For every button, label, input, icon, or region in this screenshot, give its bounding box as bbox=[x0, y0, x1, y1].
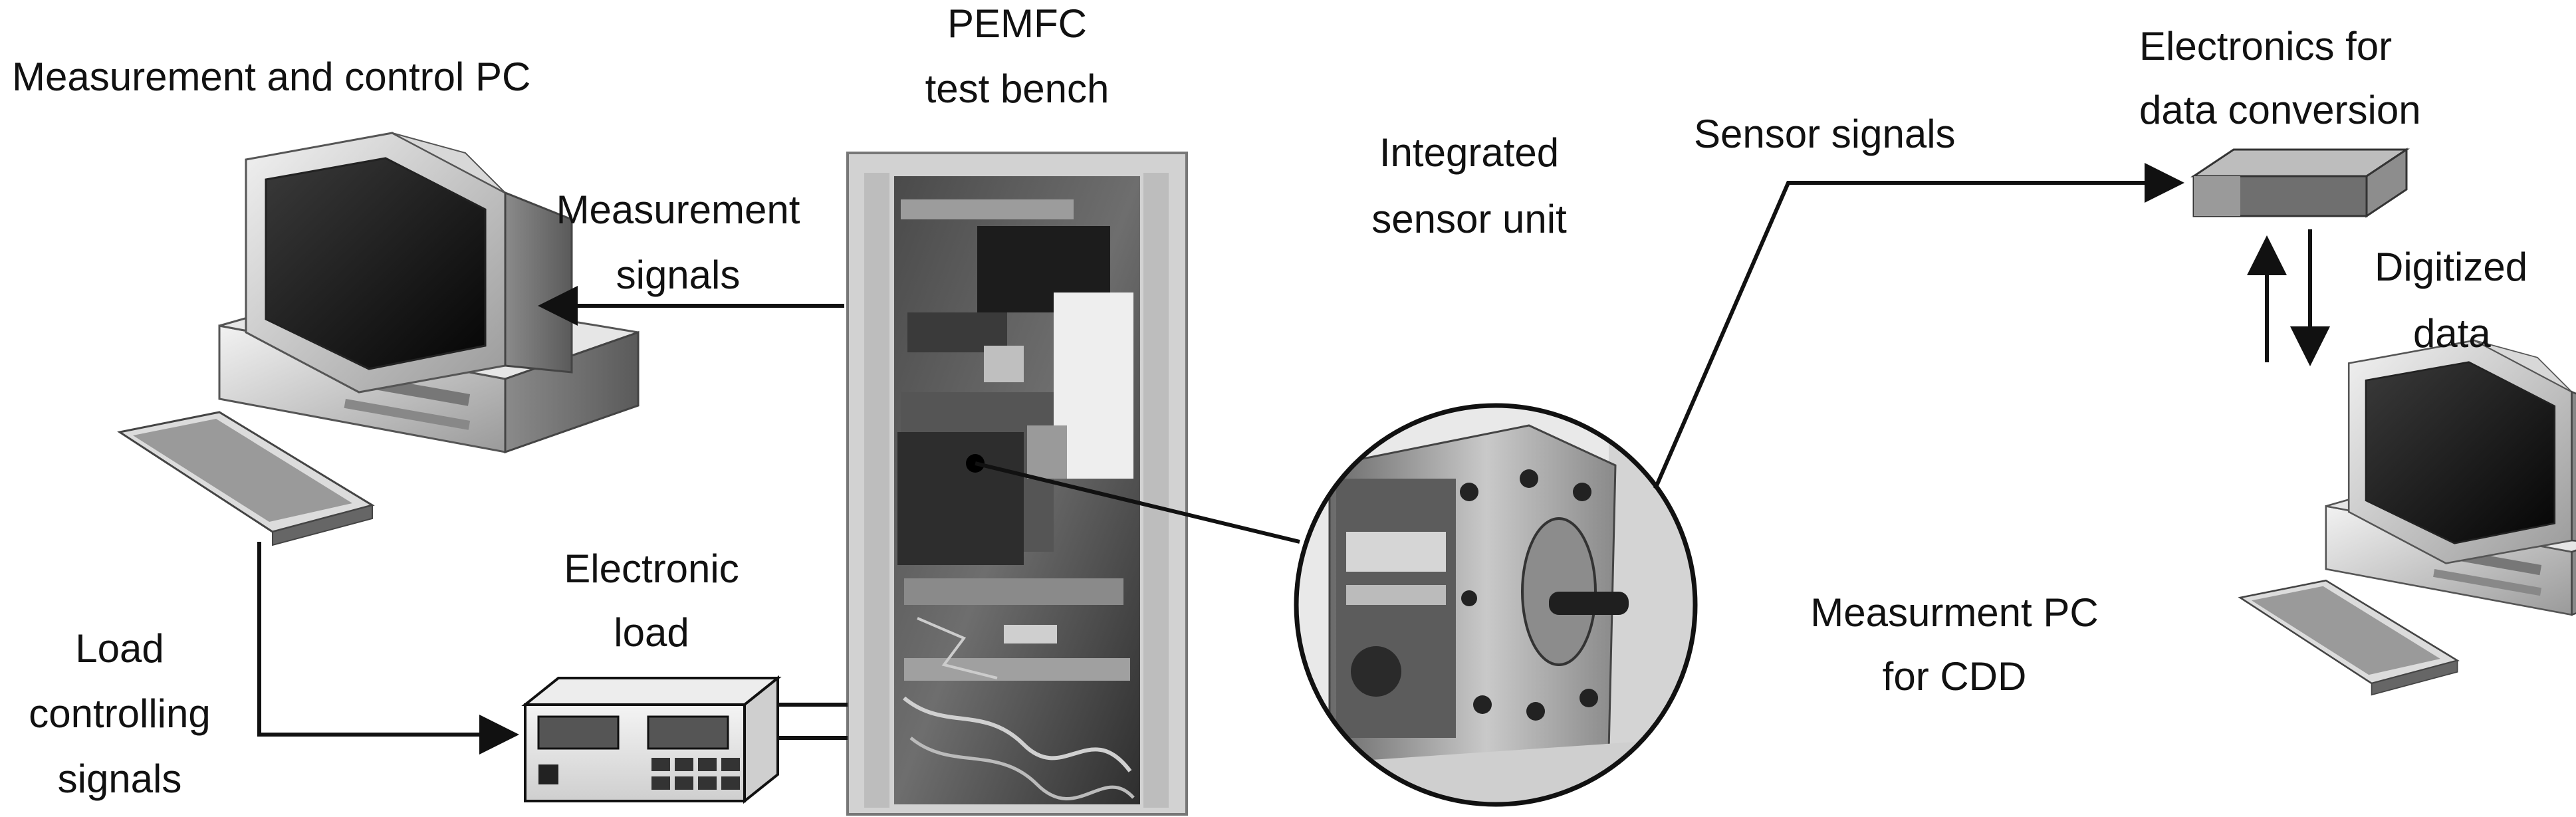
test-bench-cabinet bbox=[846, 152, 1188, 816]
bench-sensor-link bbox=[975, 461, 1300, 544]
bench-title-line2: test bench bbox=[925, 66, 1110, 111]
electronic-load-device bbox=[521, 675, 782, 804]
load-control-label-line2: controlling bbox=[29, 691, 211, 736]
right-pc-icon bbox=[2238, 339, 2576, 696]
bench-title-line1: PEMFC bbox=[947, 1, 1087, 46]
load-control-arrow bbox=[257, 542, 519, 755]
electronic-load-label-line2: load bbox=[614, 610, 689, 655]
left-pc-icon bbox=[117, 132, 640, 546]
sensor-unit-photo bbox=[1294, 403, 1698, 807]
electronics-label-line2: data conversion bbox=[2139, 88, 2421, 132]
load-control-label-line1: Load bbox=[75, 626, 164, 671]
digitized-data-label-line2: data bbox=[2413, 311, 2491, 356]
integrated-sensor-label-line1: Integrated bbox=[1379, 130, 1560, 175]
data-conversion-box bbox=[2190, 148, 2410, 218]
electronic-load-label-line1: Electronic bbox=[564, 546, 739, 591]
sensor-signals-label: Sensor signals bbox=[1694, 112, 1956, 156]
sensor-signals-arrow bbox=[1653, 163, 2184, 490]
integrated-sensor-label-line2: sensor unit bbox=[1371, 197, 1567, 241]
digitized-data-label-line1: Digitized bbox=[2375, 245, 2528, 289]
right-pc-label-line1: Measurment PC bbox=[1810, 590, 2099, 635]
electronics-label-line1: Electronics for bbox=[2139, 24, 2393, 68]
measurement-signals-label-line2: signals bbox=[616, 253, 741, 297]
right-pc-label-line2: for CDD bbox=[1882, 654, 2027, 699]
connectors bbox=[257, 163, 2330, 755]
load-control-label-line3: signals bbox=[57, 757, 182, 801]
measurement-signals-label-line1: Measurement bbox=[556, 187, 800, 232]
left-pc-title: Measurement and control PC bbox=[12, 55, 531, 99]
